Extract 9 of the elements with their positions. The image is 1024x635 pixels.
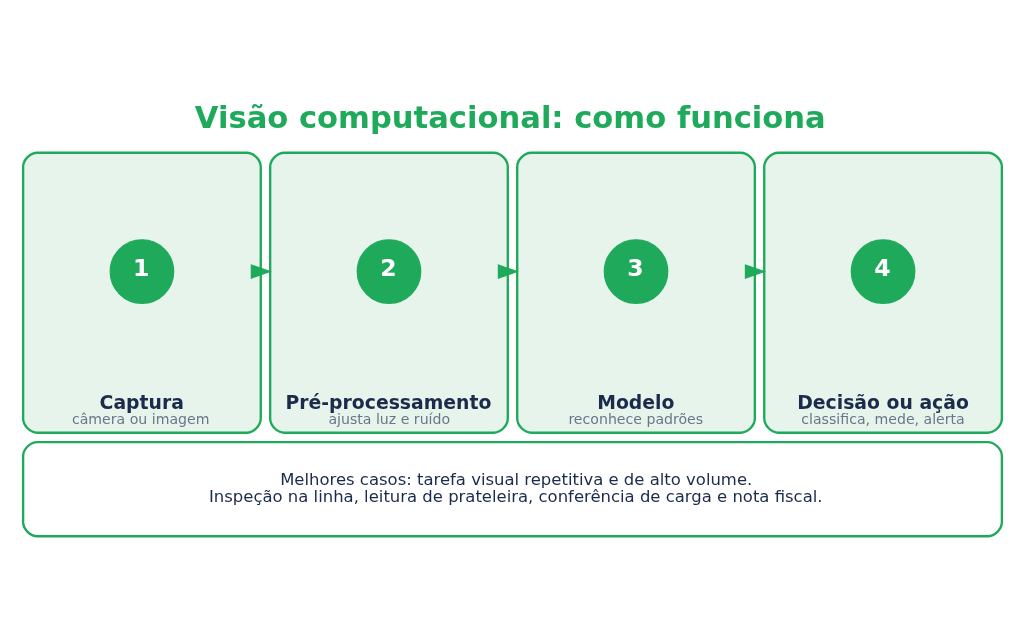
arrow	[744, 263, 766, 279]
node-circle: 3	[603, 238, 668, 304]
node-circle: 2	[356, 238, 421, 304]
arrow	[250, 263, 272, 279]
node-circle: 4	[850, 238, 915, 304]
arrow	[497, 263, 519, 279]
diagram-title: Visão computacional: como funciona	[194, 99, 826, 135]
node-circle: 1	[109, 238, 174, 304]
node-box: Melhores casos: tarefa visual repetitiva e de alto volume. Inspeção na linha, leitura de prateleira, conferência de carga e nota fiscal.	[21, 440, 1003, 537]
